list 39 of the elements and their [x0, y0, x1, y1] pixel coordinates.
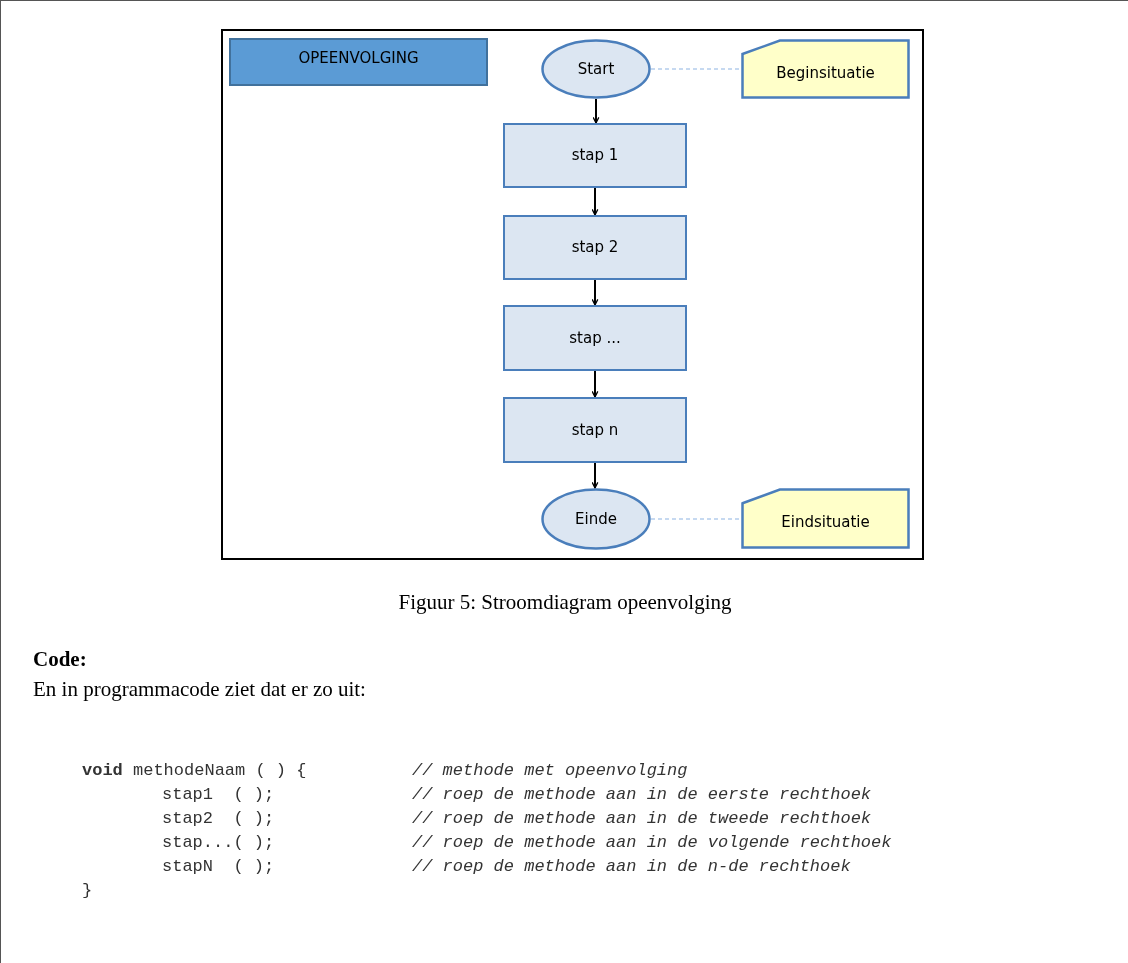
node-label: stap ... — [569, 327, 621, 349]
node-label: stap 1 — [571, 145, 619, 167]
code-text: void methodeNaam ( ) { — [82, 760, 307, 782]
process-box — [503, 397, 687, 463]
code-text: } — [82, 880, 93, 902]
body-text: En in programmacode ziet dat er zo uit: — [33, 676, 366, 703]
arrow — [591, 279, 599, 306]
node-label: OPEENVOLGING — [298, 47, 419, 69]
arrow — [591, 187, 599, 216]
code-text: stapN ( ); — [162, 856, 275, 878]
connector-line — [650, 518, 742, 520]
figure-caption: Figuur 5: Stroomdiagram opeenvolging — [398, 590, 732, 614]
node-label: stap n — [571, 419, 619, 441]
code-comment: // roep de methode aan in de volgende rechthoek — [412, 832, 892, 854]
process-box — [503, 123, 687, 188]
code-text: stap1 ( ); — [162, 784, 275, 806]
node-label: Einde — [575, 508, 617, 530]
terminal-ellipse — [541, 39, 651, 99]
node-label: Beginsituatie — [776, 62, 875, 84]
title-banner — [229, 38, 488, 86]
section-heading: Code: — [33, 646, 87, 673]
code-text: stap...( ); — [162, 832, 275, 854]
node-label: stap 2 — [571, 237, 619, 259]
arrow — [591, 370, 599, 398]
code-comment: // methode met opeenvolging — [412, 760, 688, 782]
note-box — [741, 39, 910, 99]
arrow — [591, 462, 599, 489]
code-comment: // roep de methode aan in de eerste rechthoek — [412, 784, 872, 806]
connector-line — [650, 68, 742, 70]
code-text: stap2 ( ); — [162, 808, 275, 830]
note-box — [741, 488, 910, 549]
process-box — [503, 305, 687, 371]
process-box — [503, 215, 687, 280]
arrow — [592, 98, 600, 124]
terminal-ellipse — [541, 488, 651, 550]
code-comment: // roep de methode aan in de n-de rechthoek — [412, 856, 851, 878]
node-label: Start — [577, 58, 615, 80]
node-label: Eindsituatie — [781, 512, 870, 534]
code-comment: // roep de methode aan in de tweede rechthoek — [412, 808, 872, 830]
